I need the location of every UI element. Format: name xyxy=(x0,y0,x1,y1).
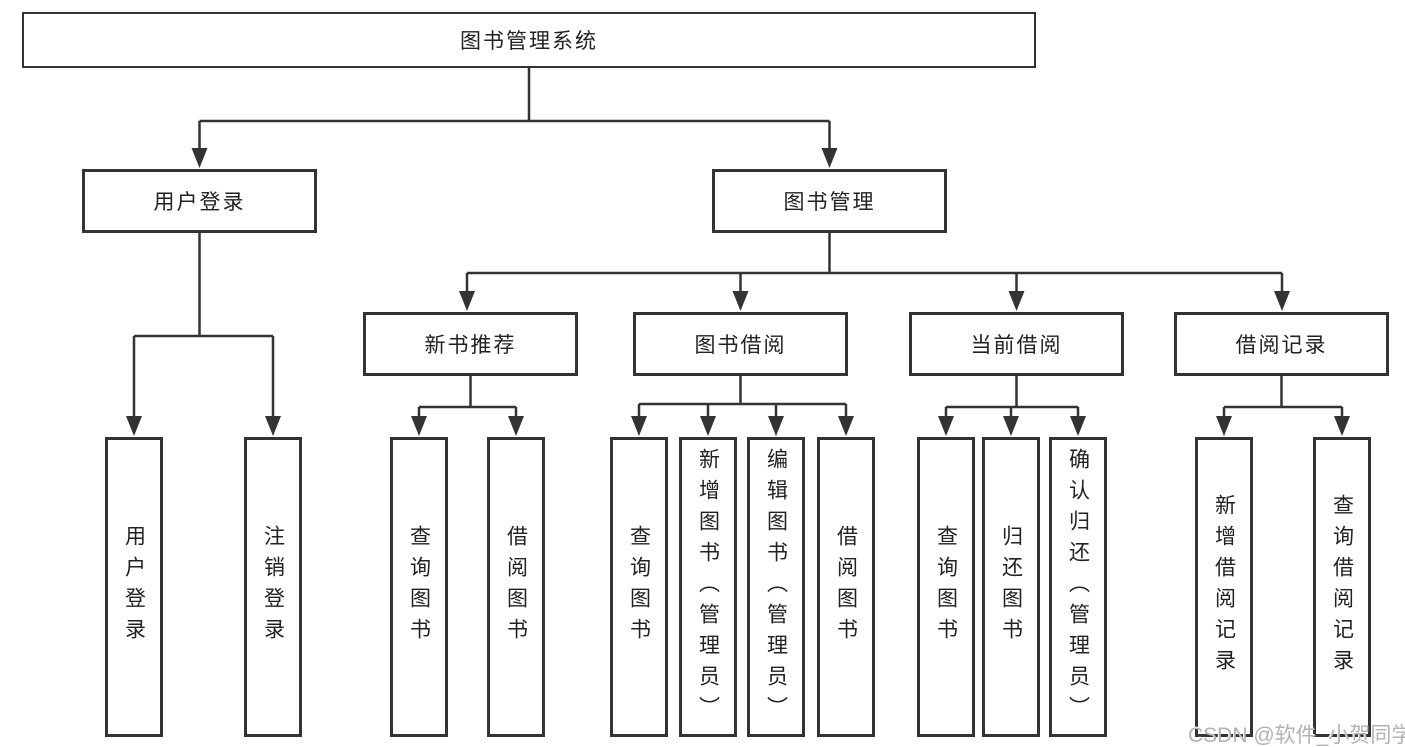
node-label: 图书管理 xyxy=(783,191,876,214)
node-label: 当前借阅 xyxy=(970,334,1063,357)
arrowhead xyxy=(1070,416,1086,436)
leaf-confirm-return-admin: 确认归还（管理员） xyxy=(1049,437,1107,737)
node-book-borrow: 图书借阅 xyxy=(633,312,848,376)
arrowhead xyxy=(1008,291,1025,311)
arrowhead xyxy=(508,416,524,436)
connector-currentborrow-to-leaves xyxy=(944,376,1080,418)
arrowhead xyxy=(768,416,784,436)
arrowhead xyxy=(191,148,208,168)
node-library-management-system: 图书管理系统 xyxy=(22,12,1036,68)
arrowhead xyxy=(265,416,281,436)
leaf-label: 借阅图书 xyxy=(504,525,528,649)
csdn-watermark: CSDN @软件_小贺同学 xyxy=(1188,724,1405,747)
leaf-user-login: 用户登录 xyxy=(105,437,163,737)
arrowheads xyxy=(126,148,1350,436)
arrowhead xyxy=(1274,291,1290,311)
arrowhead xyxy=(631,416,647,436)
leaf-borrow-book-recommend: 借阅图书 xyxy=(487,437,545,737)
arrowhead xyxy=(411,416,427,436)
leaf-query-borrow-record: 查询借阅记录 xyxy=(1313,437,1371,737)
node-book-management: 图书管理 xyxy=(712,169,947,233)
leaf-add-borrow-record: 新增借阅记录 xyxy=(1195,437,1253,737)
leaf-logout: 注销登录 xyxy=(244,437,302,737)
connector-bookmgmt-to-level3 xyxy=(465,233,1284,293)
leaf-edit-book-admin: 编辑图书（管理员） xyxy=(747,437,805,737)
leaf-return-book: 归还图书 xyxy=(982,437,1040,737)
leaf-label: 注销登录 xyxy=(261,525,285,649)
leaf-borrow-book: 借阅图书 xyxy=(817,437,875,737)
arrowhead xyxy=(126,416,142,436)
arrowhead xyxy=(838,416,854,436)
leaf-label: 编辑图书（管理员） xyxy=(764,447,788,727)
node-label: 图书管理系统 xyxy=(460,30,598,53)
leaf-query-book-recommend: 查询图书 xyxy=(390,437,448,737)
arrowhead xyxy=(821,148,838,168)
leaf-query-book-current: 查询图书 xyxy=(917,437,975,737)
connector-bookborrow-to-leaves xyxy=(637,376,848,418)
node-label: 图书借阅 xyxy=(694,334,787,357)
arrowhead xyxy=(1003,416,1019,436)
leaf-label: 新增图书（管理员） xyxy=(696,447,720,727)
node-label: 借阅记录 xyxy=(1235,334,1328,357)
leaf-add-book-admin: 新增图书（管理员） xyxy=(679,437,737,737)
node-borrow-records: 借阅记录 xyxy=(1174,312,1389,376)
arrowhead xyxy=(732,291,749,311)
arrowhead xyxy=(459,291,475,311)
arrowhead xyxy=(700,416,716,436)
node-new-book-recommend: 新书推荐 xyxy=(363,312,578,376)
connector-newbook-to-leaves xyxy=(417,376,518,418)
leaf-label: 确认归还（管理员） xyxy=(1066,447,1090,727)
leaf-label: 借阅图书 xyxy=(834,525,858,649)
node-label: 新书推荐 xyxy=(424,334,517,357)
connector-root-to-level2 xyxy=(198,68,831,150)
node-current-borrow: 当前借阅 xyxy=(909,312,1124,376)
leaf-label: 用户登录 xyxy=(122,525,146,649)
leaf-query-book-borrow: 查询图书 xyxy=(610,437,668,737)
leaf-label: 查询图书 xyxy=(407,525,431,649)
connector-userlogin-to-leaves xyxy=(132,233,275,418)
node-user-login: 用户登录 xyxy=(82,169,317,233)
leaf-label: 查询借阅记录 xyxy=(1330,494,1354,680)
leaf-label: 新增借阅记录 xyxy=(1212,494,1236,680)
leaf-label: 查询图书 xyxy=(934,525,958,649)
arrowhead xyxy=(1334,416,1350,436)
node-label: 用户登录 xyxy=(153,191,246,214)
leaf-label: 查询图书 xyxy=(627,525,651,649)
connector-records-to-leaves xyxy=(1222,376,1344,418)
arrowhead xyxy=(938,416,954,436)
arrowhead xyxy=(1216,416,1232,436)
leaf-label: 归还图书 xyxy=(999,525,1023,649)
